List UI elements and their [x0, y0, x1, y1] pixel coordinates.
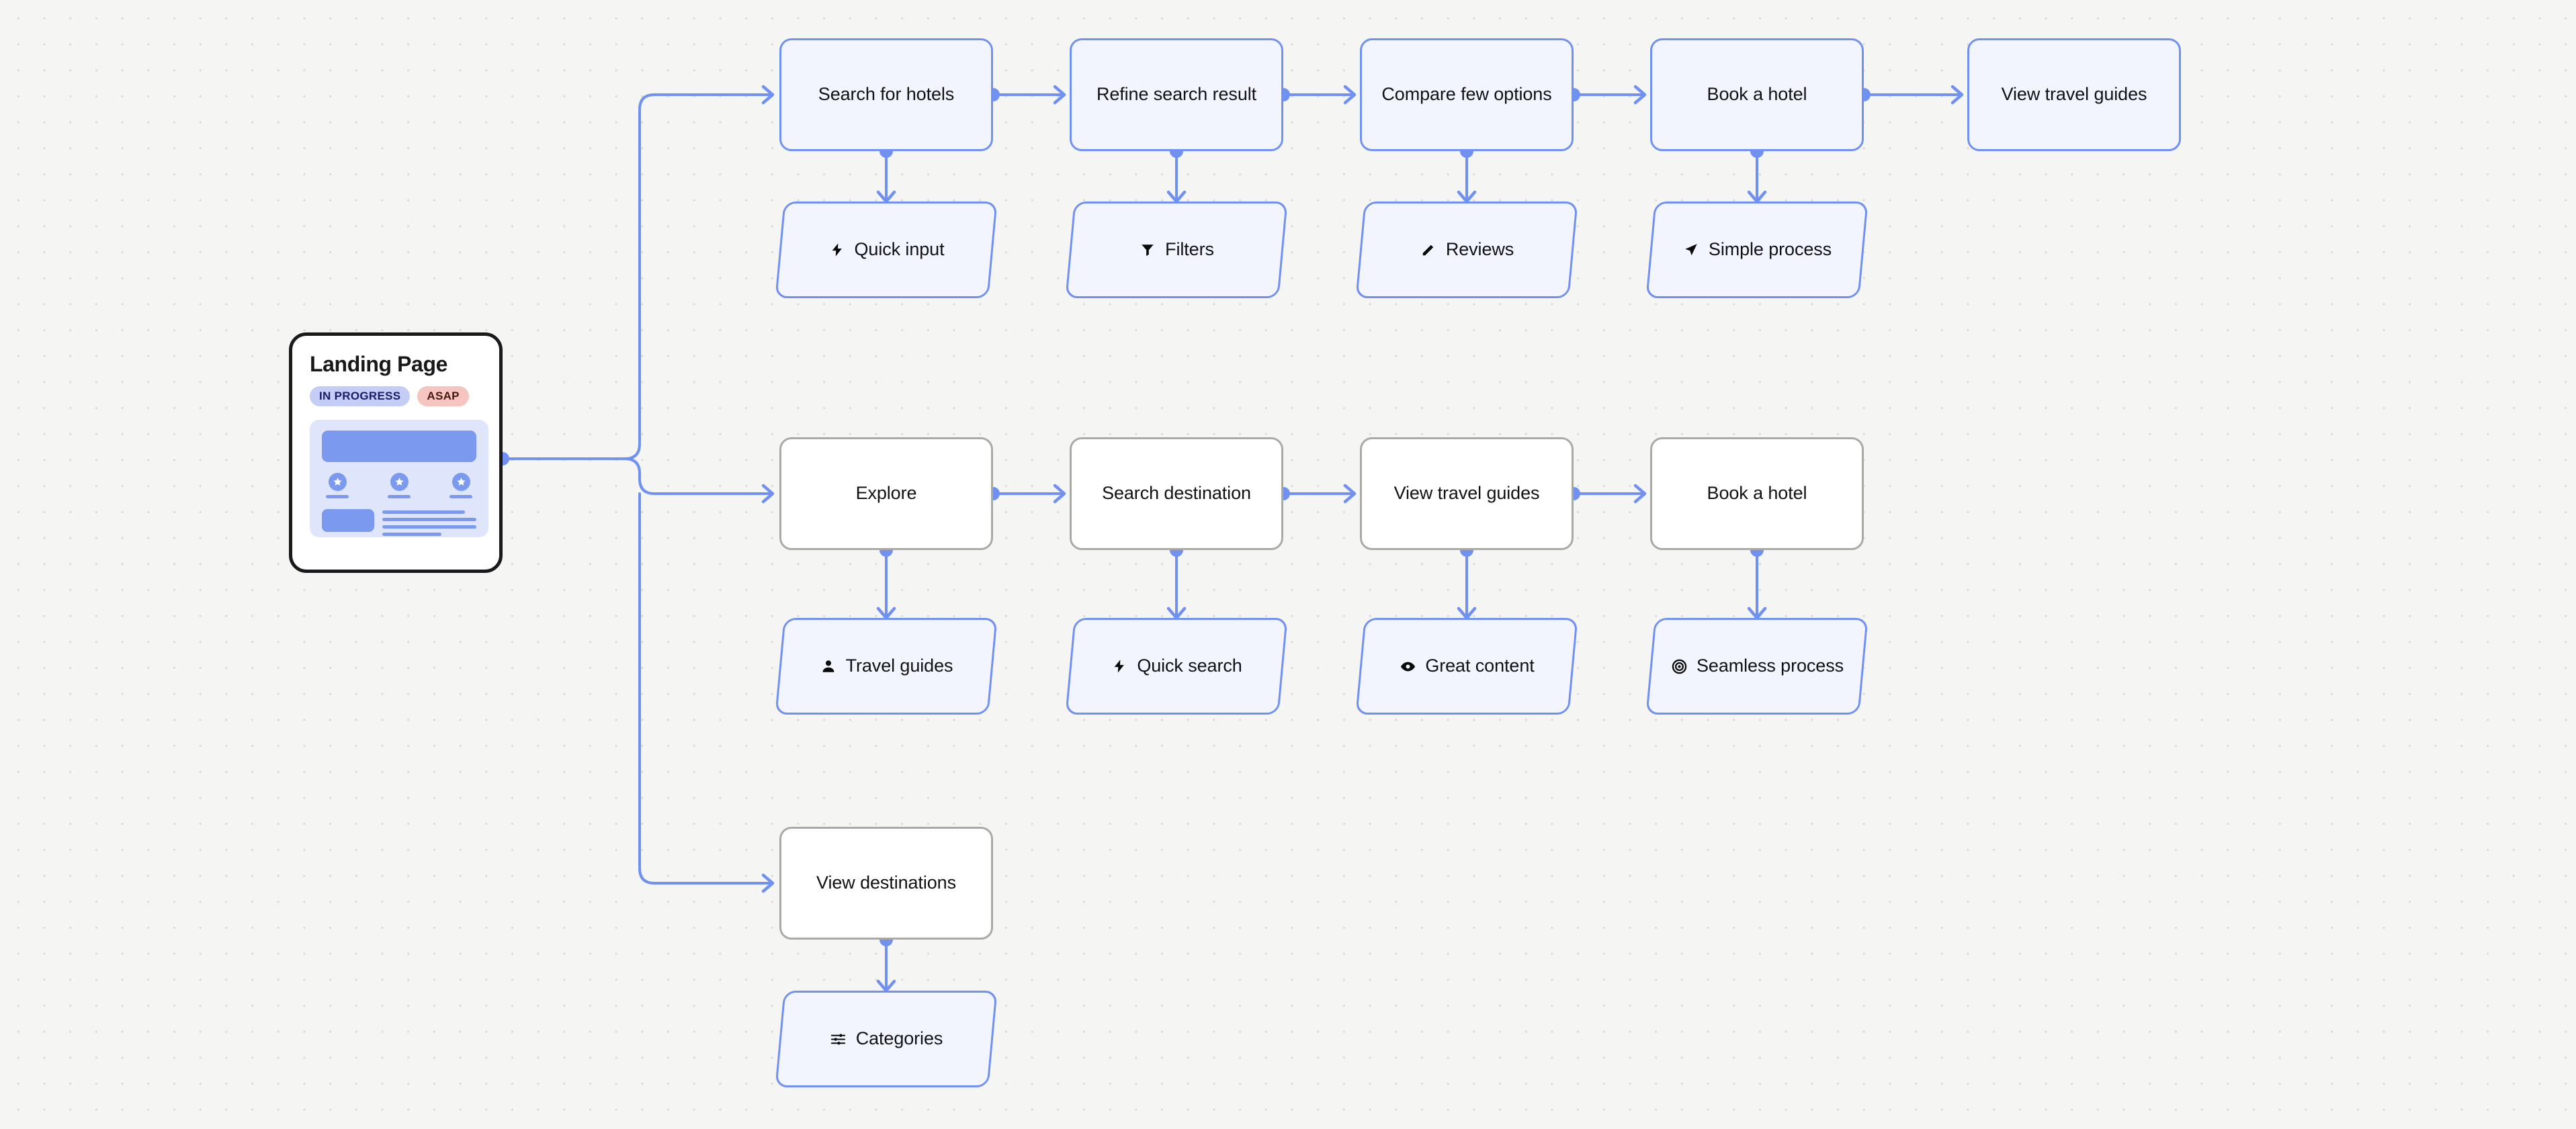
landing-page-card[interactable]: Landing Page IN PROGRESS ASAP — [289, 332, 503, 573]
star-badge-icon — [452, 473, 470, 491]
arrowhead-r1-h3 — [1633, 85, 1647, 105]
preview-badge-item — [326, 473, 349, 498]
step-node-search-for-hotels[interactable]: Search for hotels — [779, 38, 993, 151]
target-icon — [1670, 658, 1688, 675]
arrowhead-r2-v2 — [1166, 606, 1187, 620]
person-icon — [820, 658, 837, 675]
arrowhead-r2-v3 — [1457, 606, 1477, 620]
sliders-icon — [830, 1030, 847, 1048]
arrowhead-r1-v2 — [1166, 190, 1187, 204]
feature-node-travel-guides[interactable]: Travel guides — [775, 618, 998, 715]
wireframe-preview — [310, 420, 488, 537]
edge-branch-row1 — [624, 93, 774, 460]
step-node-view-travel-guides-row1[interactable]: View travel guides — [1967, 38, 2181, 151]
arrowhead-r1-h2 — [1343, 85, 1357, 105]
pencil-icon — [1420, 241, 1437, 259]
step-node-search-destination[interactable]: Search destination — [1070, 437, 1283, 550]
eye-icon — [1399, 658, 1416, 675]
feature-node-filters[interactable]: Filters — [1065, 201, 1288, 298]
status-badge-asap: ASAP — [417, 386, 469, 406]
feature-node-quick-input[interactable]: Quick input — [775, 201, 998, 298]
arrowhead-r2-v1 — [876, 606, 896, 620]
edge-branch-row2 — [624, 457, 774, 495]
feature-node-great-content[interactable]: Great content — [1355, 618, 1578, 715]
preview-badge-row — [322, 473, 476, 498]
feature-node-reviews[interactable]: Reviews — [1355, 201, 1578, 298]
feature-node-simple-process[interactable]: Simple process — [1645, 201, 1869, 298]
arrowhead-row2-in — [761, 484, 775, 504]
preview-button-block — [322, 509, 374, 532]
preview-badge-item — [388, 473, 411, 498]
arrowhead-r2-h2 — [1343, 484, 1357, 504]
feature-node-categories[interactable]: Categories — [775, 991, 998, 1087]
preview-underline — [388, 495, 411, 498]
feature-node-seamless-process[interactable]: Seamless process — [1645, 618, 1869, 715]
bolt-icon — [1111, 658, 1128, 675]
star-badge-icon — [328, 473, 347, 491]
step-node-book-a-hotel-row1[interactable]: Book a hotel — [1650, 38, 1864, 151]
arrowhead-row3-in — [761, 873, 775, 893]
feature-node-quick-search[interactable]: Quick search — [1065, 618, 1288, 715]
page-title: Landing Page — [310, 352, 447, 376]
edge-branch-row3 — [638, 492, 774, 885]
preview-underline — [326, 495, 349, 498]
arrowhead-r1-h4 — [1950, 85, 1964, 105]
preview-text-lines — [382, 509, 476, 536]
arrowhead-r2-h1 — [1053, 484, 1066, 504]
status-badge-in-progress: IN PROGRESS — [310, 386, 411, 406]
step-node-explore[interactable]: Explore — [779, 437, 993, 550]
bolt-icon — [828, 241, 846, 259]
preview-hero-block — [322, 431, 476, 462]
preview-badge-item — [449, 473, 472, 498]
arrowhead-row1-in — [761, 85, 775, 105]
arrowhead-r1-v3 — [1457, 190, 1477, 204]
arrowhead-r1-h1 — [1053, 85, 1066, 105]
star-badge-icon — [390, 473, 409, 491]
preview-bottom-row — [322, 509, 476, 536]
arrowhead-r2-h3 — [1633, 484, 1647, 504]
navigation-arrow-icon — [1682, 241, 1700, 259]
arrowhead-r3-v1 — [876, 979, 896, 993]
arrowhead-r1-v1 — [876, 190, 896, 204]
step-node-view-travel-guides-row2[interactable]: View travel guides — [1360, 437, 1574, 550]
step-node-view-destinations[interactable]: View destinations — [779, 827, 993, 940]
step-node-compare-few-options[interactable]: Compare few options — [1360, 38, 1574, 151]
funnel-icon — [1139, 241, 1156, 259]
preview-underline — [449, 495, 472, 498]
arrowhead-r1-v4 — [1747, 190, 1767, 204]
step-node-refine-search-result[interactable]: Refine search result — [1070, 38, 1283, 151]
step-node-book-a-hotel-row2[interactable]: Book a hotel — [1650, 437, 1864, 550]
badge-row: IN PROGRESS ASAP — [310, 386, 482, 406]
arrowhead-r2-v4 — [1747, 606, 1767, 620]
